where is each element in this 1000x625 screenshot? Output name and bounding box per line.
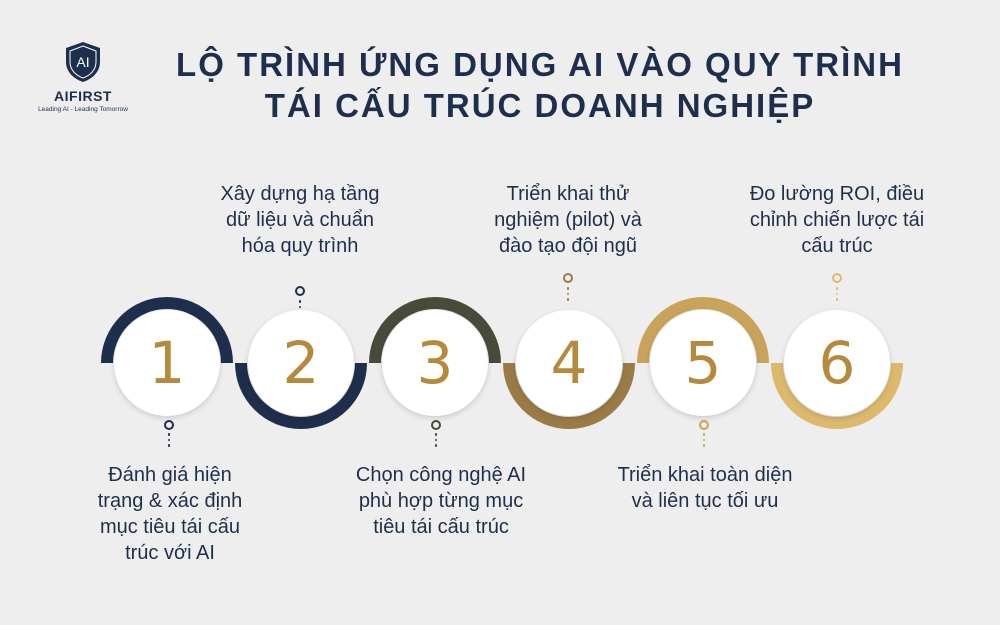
step-5-circle: 5 xyxy=(633,293,773,433)
step-1-line: mục tiêu tái cấu xyxy=(99,516,241,538)
logo: AI AIFIRST Leading AI - Leading Tomorrow xyxy=(38,40,128,113)
logo-name: AIFIRST xyxy=(54,88,112,104)
step-1-line: Đánh giá hiện xyxy=(108,464,232,486)
step-1-connector xyxy=(163,420,175,447)
title-line-1: LỘ TRÌNH ỨNG DỤNG AI VÀO QUY TRÌNH xyxy=(176,46,904,83)
step-1-line: trúc với AI xyxy=(125,542,215,564)
step-1-circle: 1 xyxy=(97,293,237,433)
step-4-connector xyxy=(562,270,574,301)
step-5-connector xyxy=(698,420,710,447)
step-6-number: 6 xyxy=(818,329,856,397)
logo-tagline: Leading AI - Leading Tomorrow xyxy=(38,106,128,113)
step-2-number: 2 xyxy=(282,329,320,397)
step-3-number: 3 xyxy=(416,329,454,397)
step-5-line: và liên tục tối ưu xyxy=(631,490,779,512)
step-4-number: 4 xyxy=(550,329,588,397)
step-5-text: Triển khai toàn diện và liên tục tối ưu xyxy=(605,462,805,514)
step-2-text: Xây dựng hạ tầng dữ liệu và chuẩn hóa qu… xyxy=(200,181,400,259)
step-4-line: đào tạo đội ngũ xyxy=(499,235,637,257)
step-4-text: Triển khai thử nghiệm (pilot) và đào tạo… xyxy=(468,181,668,259)
step-4-circle: 4 xyxy=(499,293,639,433)
step-3-text: Chọn công nghệ AI phù hợp từng mục tiêu … xyxy=(341,462,541,540)
step-3-line: phù hợp từng mục xyxy=(358,490,524,512)
step-4-line: nghiệm (pilot) và xyxy=(494,209,642,231)
step-3-line: Chọn công nghệ AI xyxy=(355,464,527,486)
page-title: LỘ TRÌNH ỨNG DỤNG AI VÀO QUY TRÌNH TÁI C… xyxy=(150,44,930,126)
step-1-number: 1 xyxy=(148,329,186,397)
step-6-text: Đo lường ROI, điều chỉnh chiến lược tái … xyxy=(737,181,937,259)
step-5-line: Triển khai toàn diện xyxy=(617,464,793,486)
step-2-line: Xây dựng hạ tầng xyxy=(220,183,380,205)
title-line-2: TÁI CẤU TRÚC DOANH NGHIỆP xyxy=(264,87,816,124)
step-6-circle: 6 xyxy=(767,293,907,433)
step-4-line: Triển khai thử xyxy=(506,183,630,205)
step-2-circle: 2 xyxy=(231,293,371,433)
step-2-line: hóa quy trình xyxy=(241,235,359,257)
step-5-number: 5 xyxy=(684,329,722,397)
step-6-connector xyxy=(831,270,843,301)
step-6-line: Đo lường ROI, điều xyxy=(749,183,925,205)
step-2-line: dữ liệu và chuẩn xyxy=(226,209,374,231)
step-3-connector xyxy=(430,420,442,447)
step-6-line: chỉnh chiến lược tái xyxy=(749,209,925,231)
step-6-line: cấu trúc xyxy=(801,235,873,257)
step-1-line: trạng & xác định xyxy=(97,490,243,512)
shield-icon: AI xyxy=(66,42,100,82)
step-3-circle: 3 xyxy=(365,293,505,433)
step-3-line: tiêu tái cấu trúc xyxy=(373,516,509,538)
step-1-text: Đánh giá hiện trạng & xác định mục tiêu … xyxy=(70,462,270,566)
logo-mark: AI xyxy=(76,54,89,70)
